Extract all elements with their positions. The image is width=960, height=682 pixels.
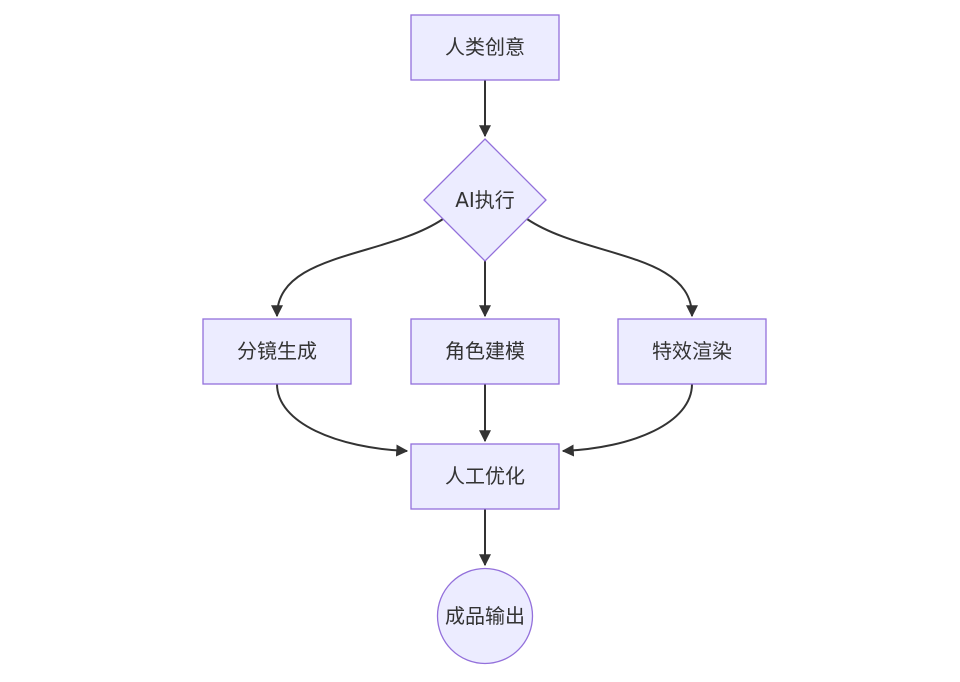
node-ai-execution: AI执行 bbox=[423, 138, 547, 262]
node-character-modeling: 角色建模 bbox=[410, 318, 560, 385]
human-creativity-label: 人类创意 bbox=[445, 35, 525, 59]
storyboard-generation-box bbox=[202, 318, 352, 385]
edge-layer bbox=[271, 80, 698, 567]
node-storyboard-generation: 分镜生成 bbox=[202, 318, 352, 385]
character-modeling-box bbox=[410, 318, 560, 385]
final-output-circle bbox=[436, 567, 534, 665]
final-output-label: 成品输出 bbox=[445, 604, 525, 628]
edge-ai-to-vfx bbox=[526, 218, 698, 318]
edge-storyboard-to-refinement bbox=[276, 383, 409, 457]
node-final-output: 成品输出 bbox=[436, 567, 534, 665]
node-manual-refinement: 人工优化 bbox=[410, 443, 560, 510]
manual-refinement-box bbox=[410, 443, 560, 510]
node-human-creativity: 人类创意 bbox=[410, 14, 560, 81]
edge-ai-to-storyboard bbox=[271, 218, 444, 318]
vfx-rendering-box bbox=[617, 318, 767, 385]
character-modeling-label: 角色建模 bbox=[445, 339, 525, 363]
ai-execution-label: AI执行 bbox=[455, 188, 515, 212]
ai-execution-diamond bbox=[423, 138, 547, 262]
manual-refinement-label: 人工优化 bbox=[445, 464, 525, 488]
node-vfx-rendering: 特效渲染 bbox=[617, 318, 767, 385]
edge-vfx-to-refinement bbox=[561, 383, 693, 457]
vfx-rendering-label: 特效渲染 bbox=[652, 339, 732, 363]
human-creativity-box bbox=[410, 14, 560, 81]
storyboard-generation-label: 分镜生成 bbox=[237, 339, 317, 363]
